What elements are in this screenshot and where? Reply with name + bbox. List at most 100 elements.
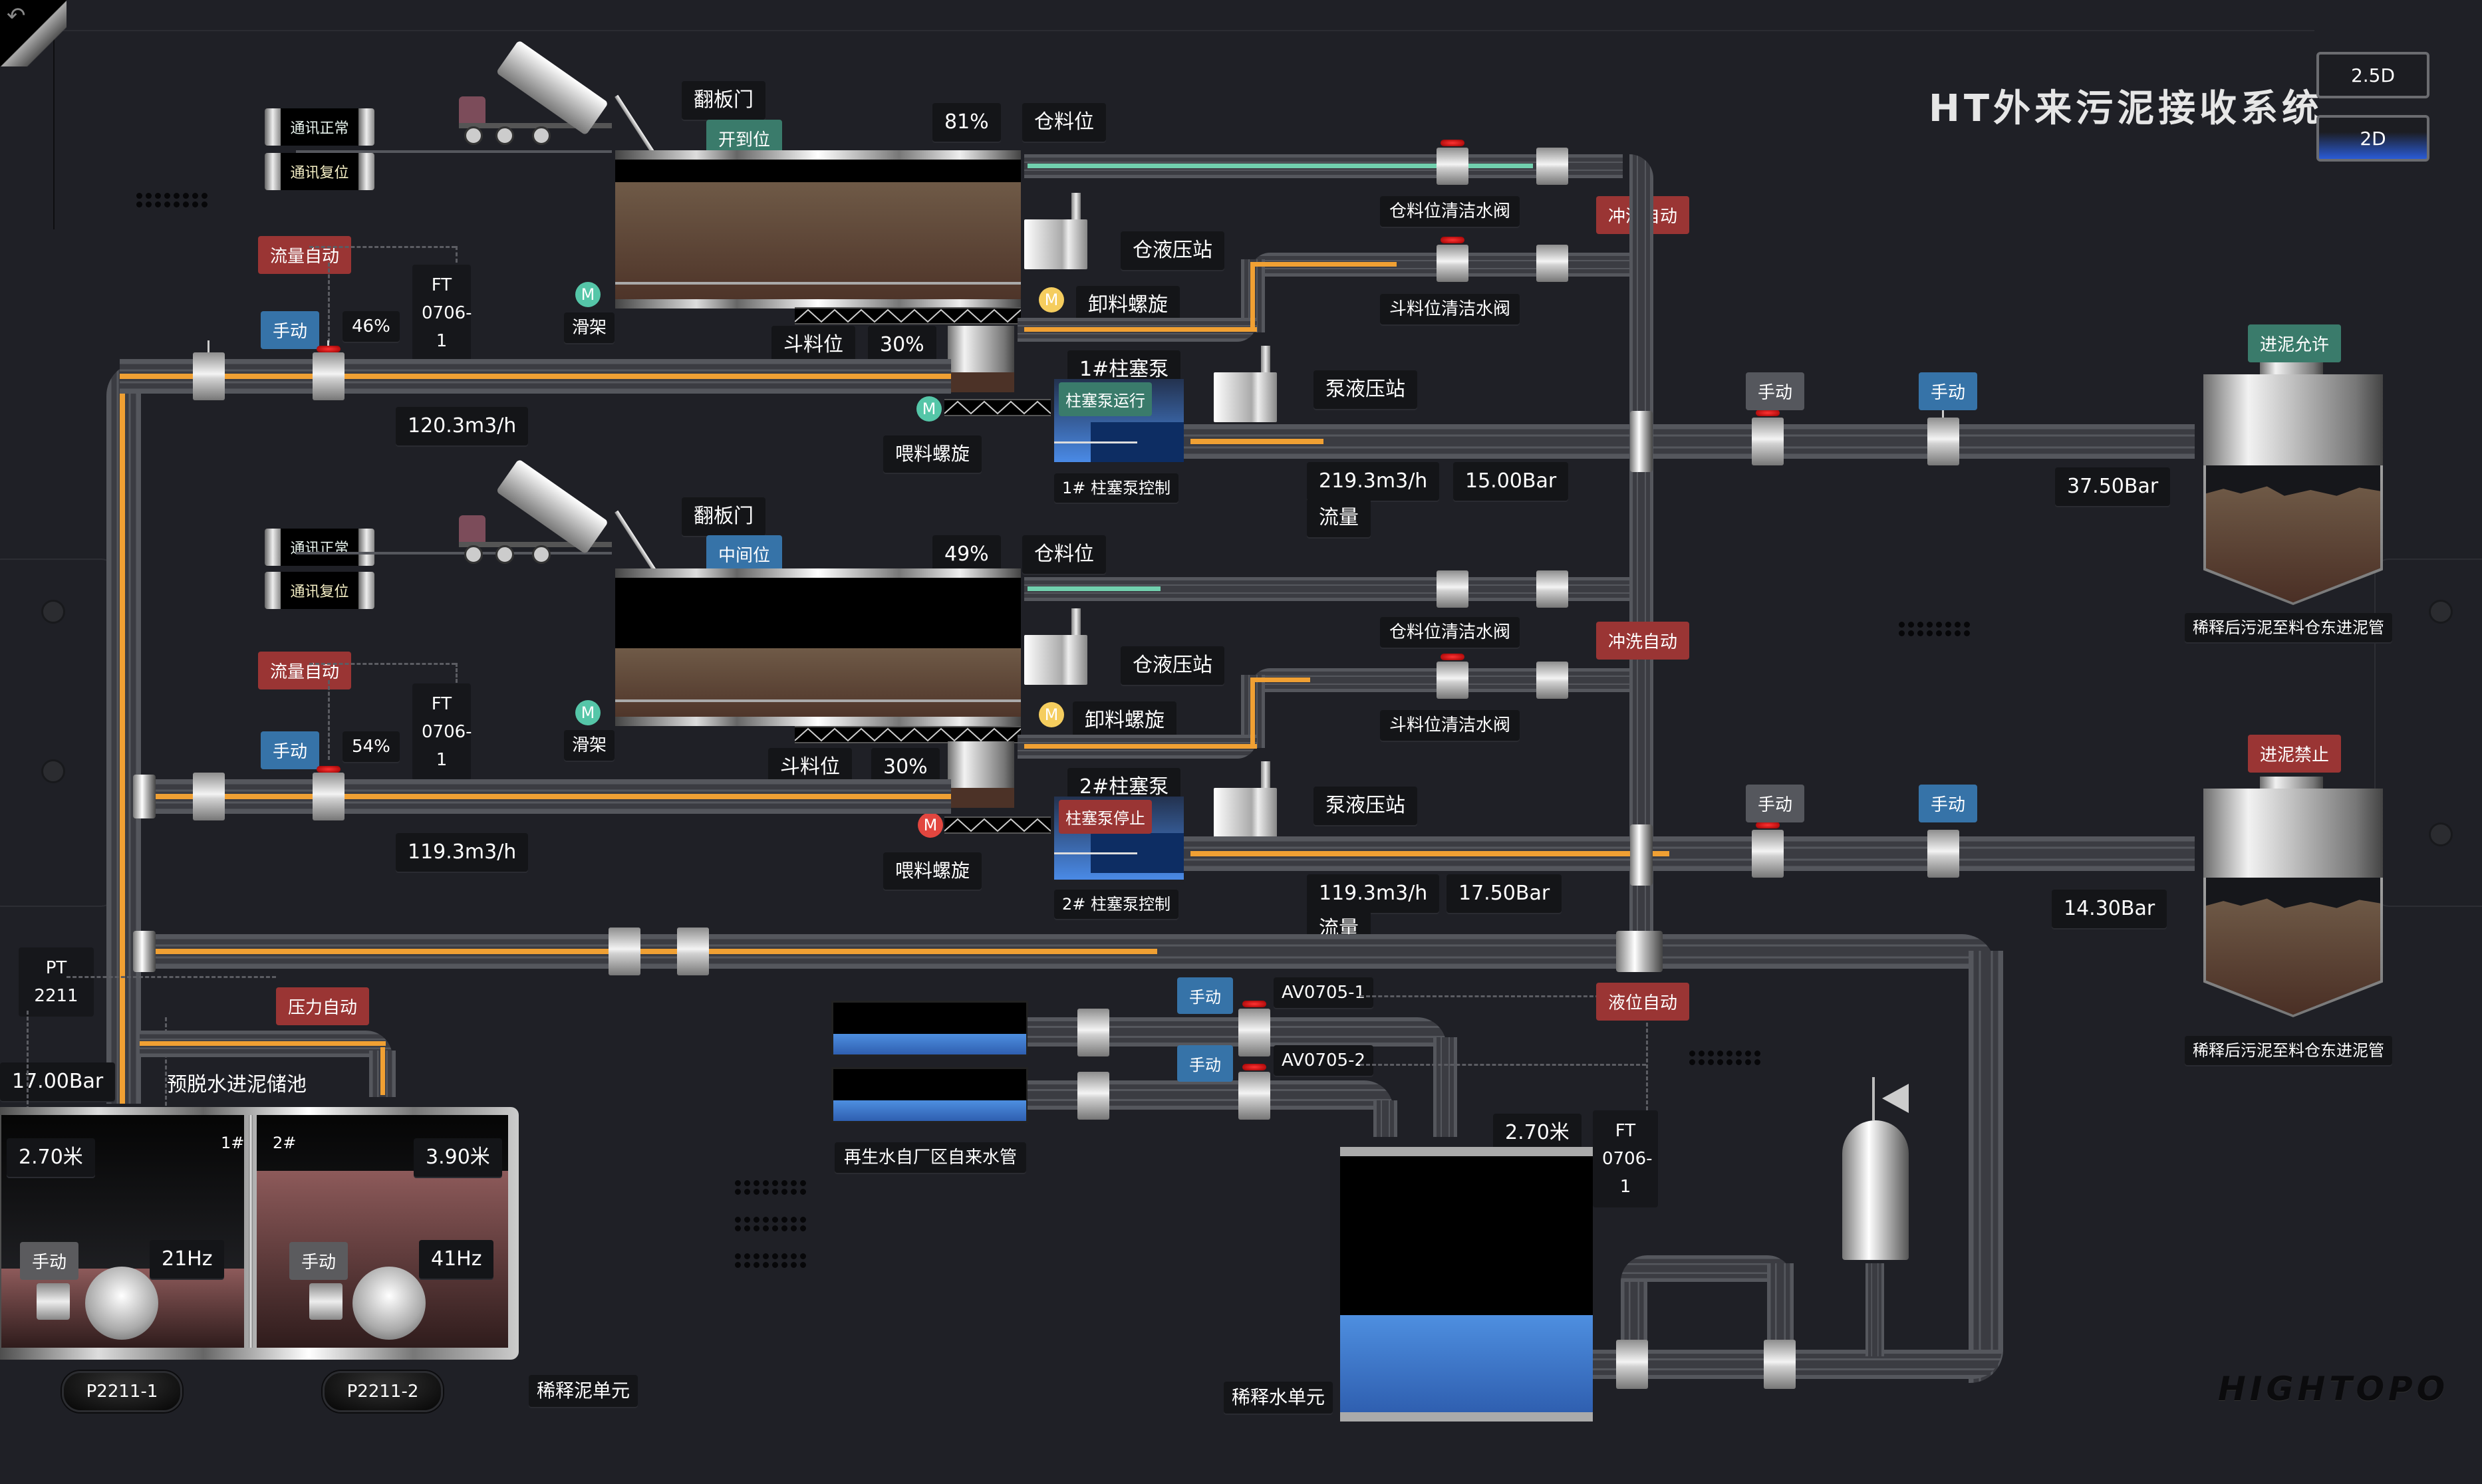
tank-body-1	[2203, 374, 2383, 474]
outlet-pressure-1: 37.50Bar	[2055, 467, 2171, 506]
discharge-screw-motor-2[interactable]: M	[1039, 702, 1064, 727]
tank-cap-2	[2260, 777, 2323, 789]
flow-transmitter-2: FT 0706-1	[412, 683, 472, 781]
pump-pressure-2: 17.50Bar	[1447, 874, 1562, 913]
pump-p2211-1-button[interactable]: P2211-1	[62, 1371, 182, 1412]
flap-door-label-2: 翻板门	[682, 497, 765, 536]
wash-vertical-header	[1629, 154, 1653, 952]
outlet-valve-b-mode-2[interactable]: 手动	[1919, 785, 1978, 822]
water-source-1-level	[833, 1033, 1026, 1054]
water-valve-1a[interactable]	[1073, 1009, 1113, 1056]
line2-outlet-valve-a[interactable]	[1748, 830, 1788, 878]
hopper-wash-flow-2	[1024, 744, 1257, 749]
pool-inlet-down-flow	[380, 1047, 385, 1095]
wash-auto-badge-2[interactable]: 冲洗自动	[1596, 622, 1690, 660]
pump-hydraulic-station-icon-1	[1214, 346, 1277, 422]
feed-screw-label-1: 喂料螺旋	[883, 435, 982, 473]
comm-reset-button-2[interactable]: 通讯复位	[265, 572, 374, 609]
av0705-1-valve[interactable]	[1234, 1009, 1274, 1056]
hopper-wash-valve-2[interactable]	[1433, 662, 1472, 699]
silo-hydraulic-label-1: 仓液压站	[1121, 231, 1224, 270]
outlet-valve-a-mode-1[interactable]: 手动	[1746, 372, 1805, 410]
signal-line	[328, 680, 330, 760]
frame-top-line	[53, 30, 2314, 31]
pump-hydraulic-label-1: 泵液压站	[1313, 370, 1417, 409]
silo-wash-valve-2[interactable]	[1433, 570, 1472, 608]
return-valve-b[interactable]	[673, 928, 713, 975]
silo-wash-valve-b-1[interactable]	[1532, 148, 1572, 185]
slide-motor-1[interactable]: M	[575, 282, 601, 307]
hopper-wash-valve-1[interactable]	[1433, 245, 1472, 282]
av0705-1-mode[interactable]: 手动	[1177, 977, 1233, 1014]
dilution-outlet-valve-b[interactable]	[1760, 1340, 1800, 1389]
mixer-2-icon	[309, 1283, 343, 1320]
level-auto-badge[interactable]: 液位自动	[1596, 983, 1690, 1021]
flap-door-label-1: 翻板门	[682, 81, 765, 120]
valve-handle-icon	[1242, 1064, 1266, 1070]
signal-line	[309, 246, 456, 248]
line2-inlet-flow	[140, 794, 951, 799]
signal-line	[67, 976, 276, 978]
line1-inlet-flow	[120, 374, 951, 379]
line1-control-valve[interactable]	[309, 352, 348, 400]
silo-wash-valve-b-2[interactable]	[1532, 570, 1572, 608]
silo-wash-valve-label-2: 仓料位清洁水阀	[1380, 617, 1520, 648]
feed-hopper-2	[948, 741, 1014, 808]
back-arrow-icon: ↶	[7, 3, 26, 29]
valve-manual-badge-2[interactable]: 手动	[261, 731, 320, 769]
valve-manual-badge-1[interactable]: 手动	[261, 311, 320, 349]
line1-outlet-valve-a[interactable]	[1748, 418, 1788, 465]
line2-outlet-valve-b[interactable]	[1923, 830, 1963, 878]
hopper-wash-valve-b-1[interactable]	[1532, 245, 1572, 282]
line2-control-valve[interactable]	[309, 773, 348, 820]
hopper-wash-flow-2b	[1250, 678, 1255, 745]
pump-p2211-2-button[interactable]: P2211-2	[323, 1371, 443, 1412]
tank-mud-2	[2206, 898, 2380, 1015]
line2-valve-a[interactable]	[189, 773, 229, 820]
screw-icon	[2429, 600, 2453, 624]
av0705-2-mode[interactable]: 手动	[1177, 1045, 1233, 1082]
view-2d-button[interactable]: 2D	[2316, 115, 2429, 162]
outlet-valve-b-mode-1[interactable]: 手动	[1919, 372, 1978, 410]
main-vertical-flow	[120, 372, 125, 1104]
tank-hopper-2	[2203, 878, 2383, 1017]
discharge-screw-motor-1[interactable]: M	[1039, 287, 1064, 312]
storage-pressure: 17.00Bar	[0, 1062, 116, 1101]
comm-normal-indicator-2[interactable]: 通讯正常	[265, 529, 374, 566]
pipe-flange	[133, 931, 156, 972]
comm-reset-button-1[interactable]: 通讯复位	[265, 153, 374, 190]
valve-handle-icon	[317, 766, 341, 773]
line1-outlet-valve-b[interactable]	[1923, 418, 1963, 465]
feed-screw-motor-2[interactable]: M	[918, 812, 943, 838]
sludge-unit-label: 稀释泥单元	[529, 1375, 638, 1407]
outlet-valve-a-mode-2[interactable]: 手动	[1746, 785, 1805, 822]
pressure-auto-badge[interactable]: 压力自动	[276, 987, 370, 1025]
hopper-wash-flow-1	[1024, 327, 1257, 332]
line1-valve-a[interactable]	[189, 352, 229, 400]
valve-handle-icon	[317, 346, 341, 352]
frame-left-line	[53, 30, 55, 229]
feed-screw-motor-1[interactable]: M	[916, 396, 942, 422]
line2-flow-value: 119.3m3/h	[396, 833, 529, 872]
valve-stem	[1942, 406, 1944, 418]
pool-inlet-flow	[140, 1041, 386, 1046]
water-valve-2a[interactable]	[1073, 1072, 1113, 1120]
signal-line	[1646, 1011, 1648, 1110]
flow-auto-badge-2[interactable]: 流量自动	[258, 652, 352, 689]
water-source-tank-1	[831, 1001, 1028, 1056]
slide-motor-2[interactable]: M	[575, 700, 601, 725]
discharge-screw-conveyor-1	[795, 307, 1021, 324]
flow-auto-badge-1[interactable]: 流量自动	[258, 236, 352, 274]
silo-top-rim-2	[615, 568, 1021, 578]
slide-label-2: 滑架	[564, 730, 615, 761]
return-valve-a[interactable]	[605, 928, 644, 975]
dilution-outlet-valve-a[interactable]	[1612, 1340, 1652, 1389]
silo-wash-valve-1[interactable]	[1433, 148, 1472, 185]
pool-pump-1-mode[interactable]: 手动	[20, 1242, 79, 1280]
hopper-wash-valve-b-2[interactable]	[1532, 662, 1572, 699]
pool-pump-2-mode[interactable]: 手动	[289, 1242, 348, 1280]
av0705-2-valve[interactable]	[1234, 1072, 1274, 1120]
comm-normal-indicator-1[interactable]: 通讯正常	[265, 108, 374, 146]
view-2-5d-button[interactable]: 2.5D	[2316, 52, 2429, 98]
back-corner-button[interactable]: ↶	[0, 0, 67, 66]
